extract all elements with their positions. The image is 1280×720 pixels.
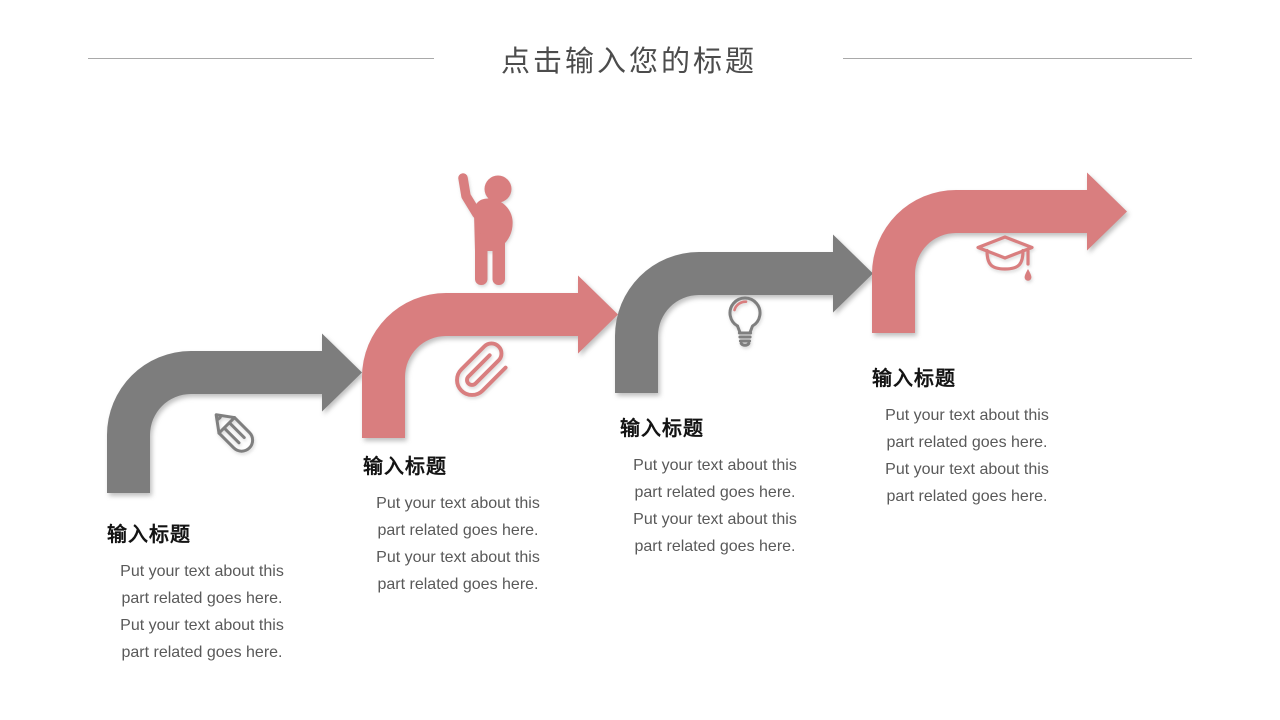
step-body-line: Put your text about this xyxy=(633,511,797,528)
person-raising-hand-icon xyxy=(458,173,513,285)
title-divider-left xyxy=(88,58,434,59)
step-body-line: part related goes here. xyxy=(886,488,1048,505)
step-body-line: part related goes here. xyxy=(121,644,283,661)
slide-title[interactable]: 点击输入您的标题 xyxy=(500,44,757,78)
step-block-3[interactable]: 输入标题 Put your text about this part relat… xyxy=(620,412,810,560)
arrow-step-4 xyxy=(872,172,1127,333)
step-heading[interactable]: 输入标题 xyxy=(363,454,447,478)
step-body-line: Put your text about this xyxy=(885,407,1049,424)
title-divider-right xyxy=(843,58,1192,59)
step-body-line: Put your text about this xyxy=(376,549,540,566)
step-body-line: part related goes here. xyxy=(886,434,1048,451)
arrow-step-3 xyxy=(615,234,873,393)
step-heading[interactable]: 输入标题 xyxy=(872,366,956,390)
pencil-icon xyxy=(214,413,255,453)
step-body-line: part related goes here. xyxy=(377,576,539,593)
step-heading[interactable]: 输入标题 xyxy=(107,522,191,546)
step-block-4[interactable]: 输入标题 Put your text about this part relat… xyxy=(872,362,1062,510)
graduation-cap-icon xyxy=(976,235,1034,281)
step-body-line: Put your text about this xyxy=(885,461,1049,478)
step-body-line: Put your text about this xyxy=(376,495,540,512)
step-body-line: part related goes here. xyxy=(634,484,796,501)
step-body[interactable]: Put your text about this part related go… xyxy=(872,402,1062,510)
arrow-step-2 xyxy=(362,275,618,438)
step-body-line: part related goes here. xyxy=(634,538,796,555)
arrow-step-1 xyxy=(107,333,362,493)
step-body[interactable]: Put your text about this part related go… xyxy=(620,452,810,560)
step-body-line: Put your text about this xyxy=(120,617,284,634)
step-body-line: part related goes here. xyxy=(121,590,283,607)
step-body-line: Put your text about this xyxy=(633,457,797,474)
step-body[interactable]: Put your text about this part related go… xyxy=(363,490,553,598)
step-body[interactable]: Put your text about this part related go… xyxy=(107,558,297,666)
step-body-line: part related goes here. xyxy=(377,522,539,539)
paperclip-icon xyxy=(455,341,508,397)
step-block-1[interactable]: 输入标题 Put your text about this part relat… xyxy=(107,518,297,666)
step-body-line: Put your text about this xyxy=(120,563,284,580)
lightbulb-icon xyxy=(728,296,762,347)
step-heading[interactable]: 输入标题 xyxy=(620,416,704,440)
step-block-2[interactable]: 输入标题 Put your text about this part relat… xyxy=(363,450,553,598)
